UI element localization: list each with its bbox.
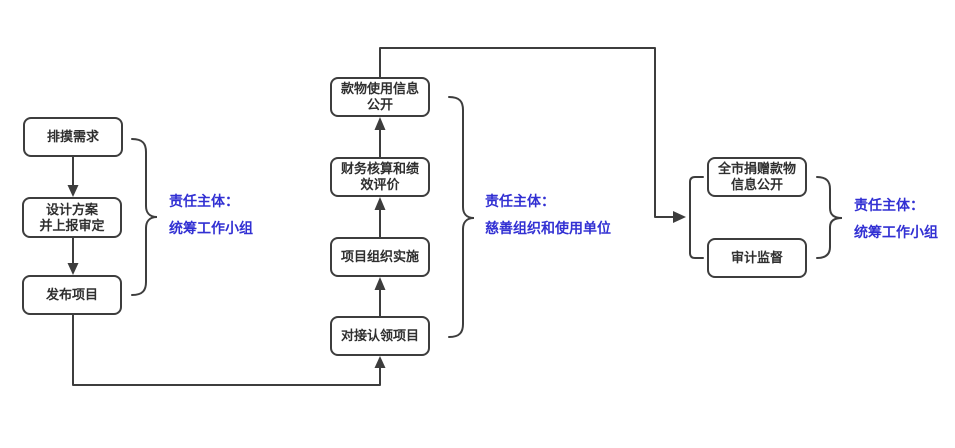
responsibility-value: 统筹工作小组	[169, 220, 253, 236]
responsibility-label-planning: 责任主体： 统筹工作小组	[169, 194, 253, 235]
node-fund-usage-disclosure: 款物使用信息 公开	[330, 77, 430, 117]
brace-oversight-group	[816, 176, 843, 259]
arrow-financial-to-disclosure	[374, 117, 386, 157]
node-organize-implementation: 项目组织实施	[330, 237, 430, 277]
responsibility-value: 统筹工作小组	[854, 224, 938, 240]
responsibility-label-implementation: 责任主体： 慈善组织和使用单位	[485, 194, 611, 235]
node-financial-accounting-evaluation: 财务核算和绩 效评价	[330, 157, 430, 197]
bracket-oversight-group	[689, 176, 704, 259]
arrow-claim-to-implement	[374, 277, 386, 316]
node-design-plan-report: 设计方案 并上报审定	[22, 197, 122, 238]
arrow-implement-to-financial	[374, 197, 386, 237]
responsibility-prefix: 责任主体：	[169, 193, 239, 209]
arrow-survey-to-design	[67, 157, 79, 197]
responsibility-value: 慈善组织和使用单位	[485, 220, 611, 236]
arrow-publish-to-claim	[72, 315, 386, 386]
responsibility-label-oversight: 责任主体： 统筹工作小组	[854, 198, 938, 239]
node-claim-project: 对接认领项目	[330, 316, 430, 356]
node-survey-needs: 排摸需求	[23, 117, 123, 157]
node-audit-supervision: 审计监督	[707, 238, 807, 278]
node-citywide-donation-disclosure: 全市捐赠款物 信息公开	[707, 157, 807, 197]
brace-implementation-group	[448, 96, 475, 338]
arrow-disclosure-to-oversight	[379, 47, 686, 223]
responsibility-prefix: 责任主体：	[854, 197, 924, 213]
arrow-design-to-publish	[67, 238, 79, 275]
responsibility-prefix: 责任主体：	[485, 193, 555, 209]
brace-planning-group	[131, 138, 158, 296]
node-publish-project: 发布项目	[22, 275, 122, 315]
